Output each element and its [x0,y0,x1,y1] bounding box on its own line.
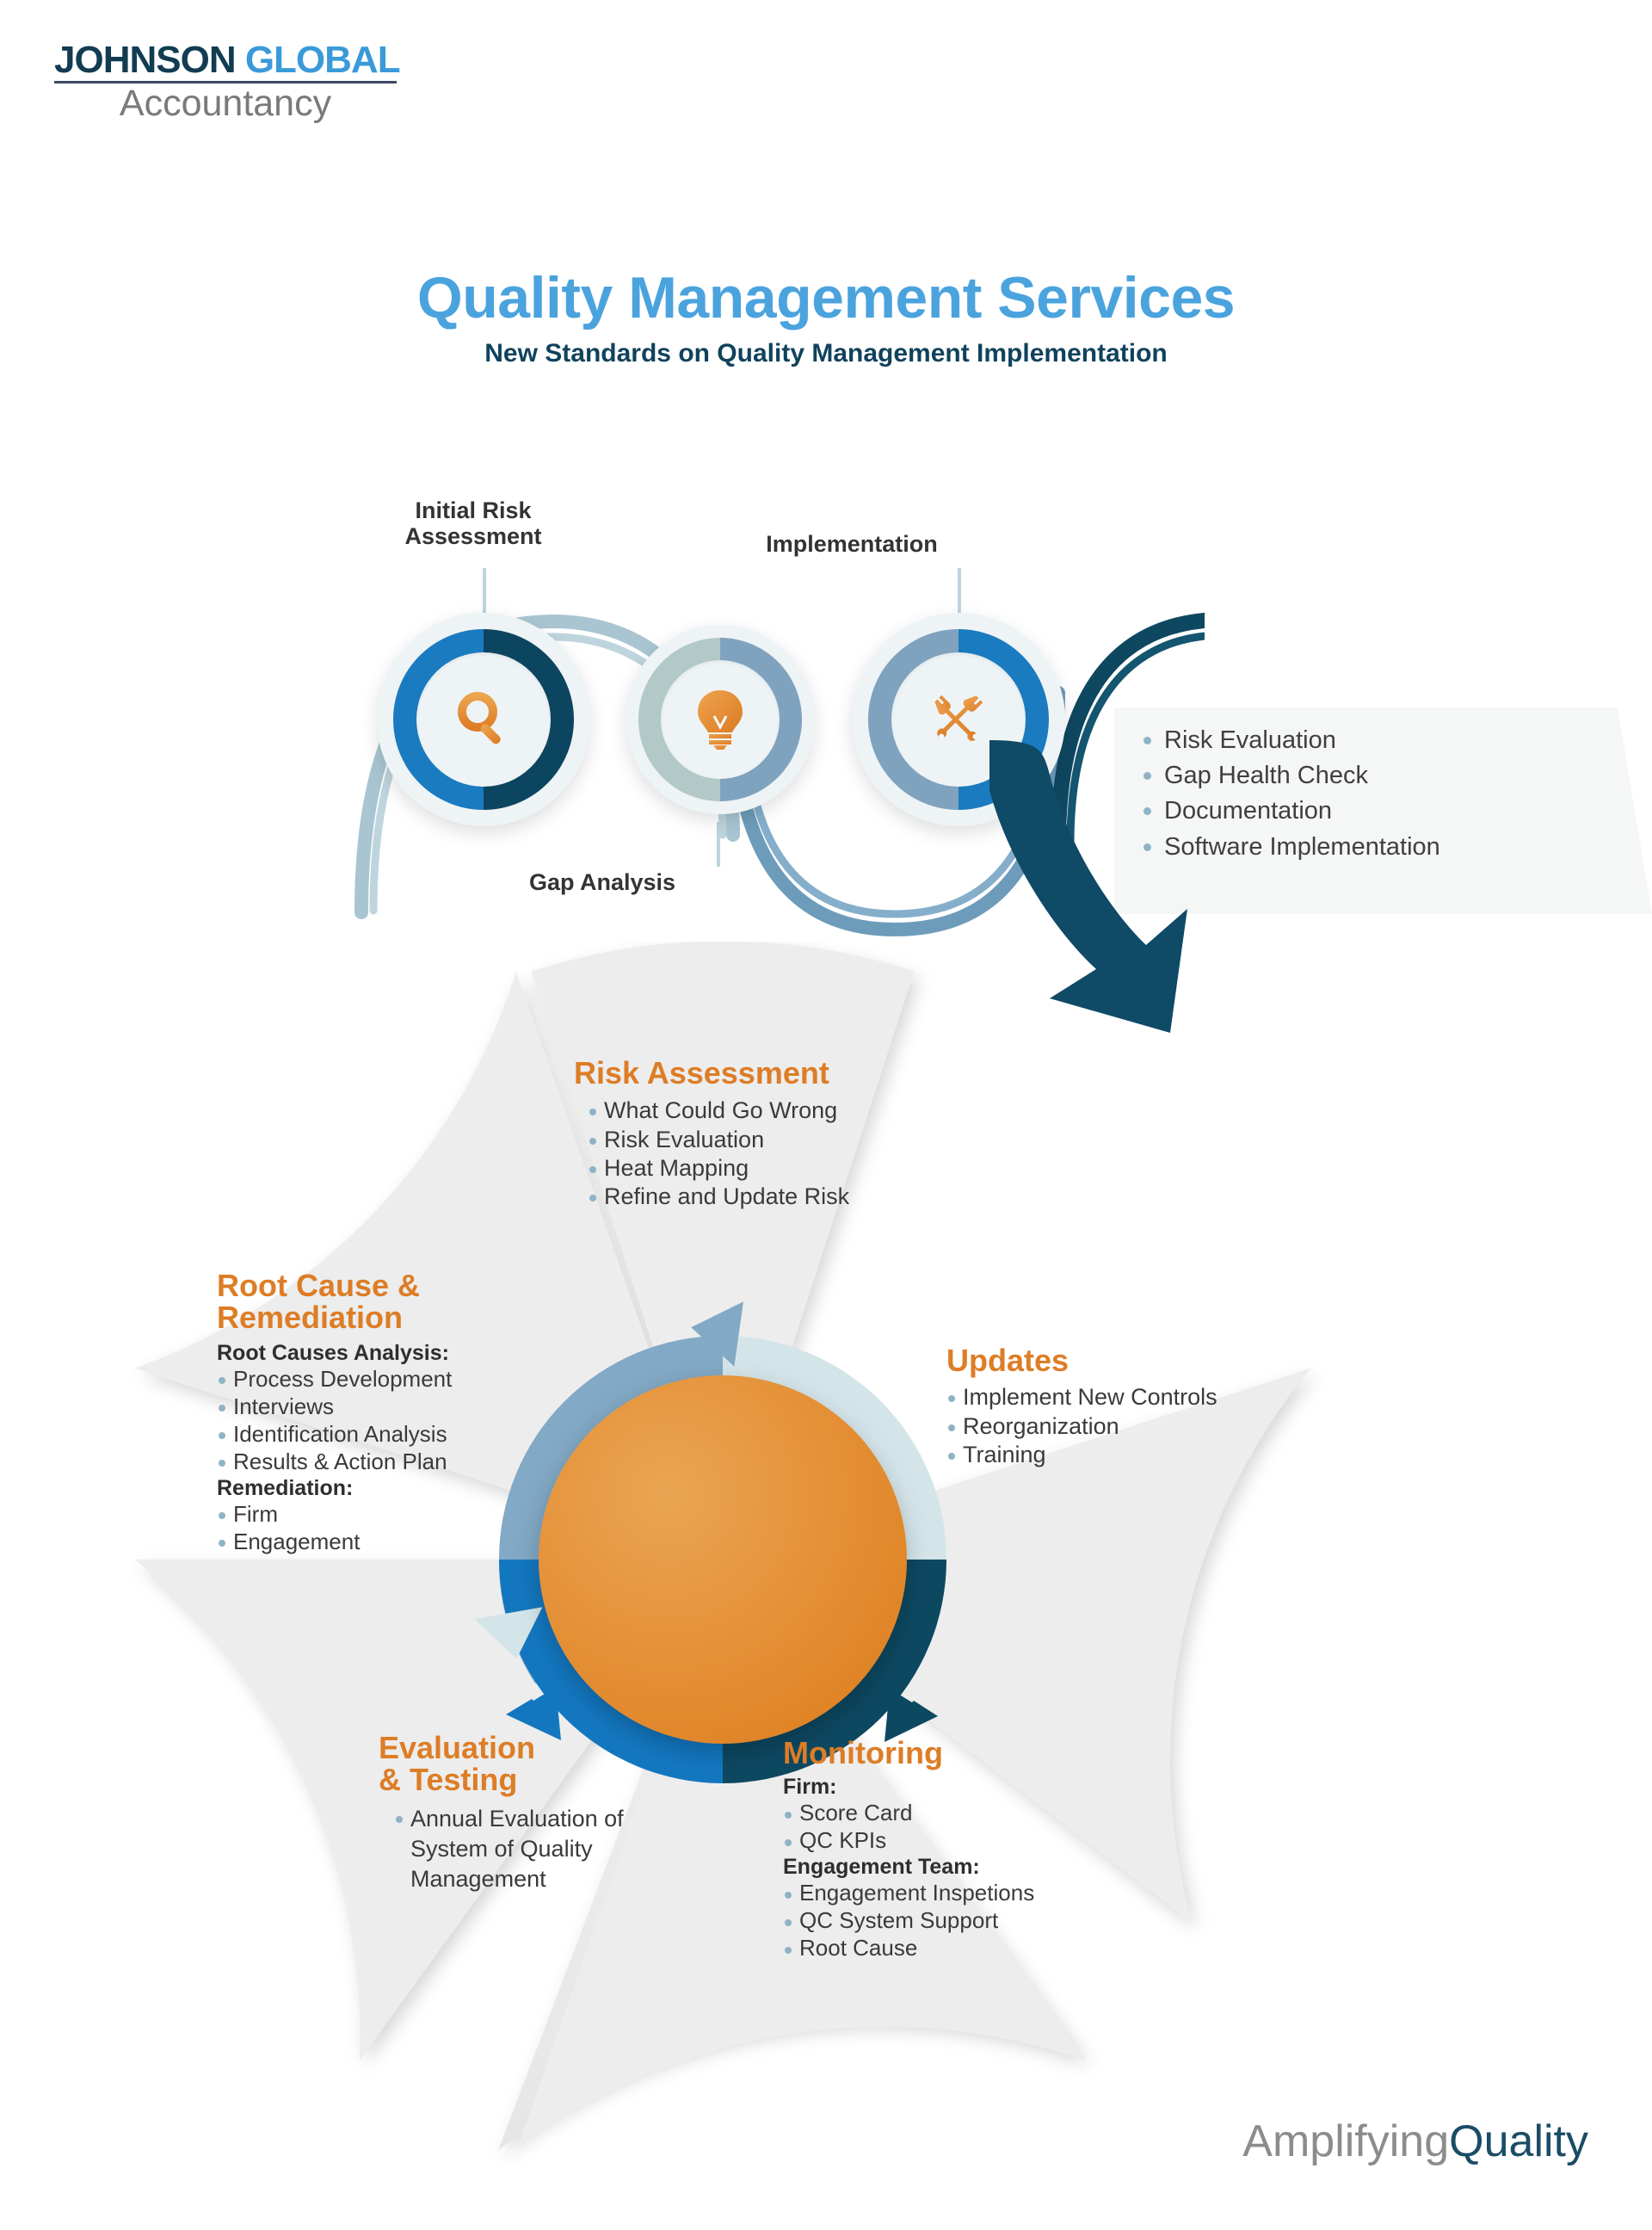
wheel-text-monitoring: Monitoring Firm: Score Card QC KPIs Enga… [783,1737,1127,1962]
callout-item: Gap Health Check [1142,758,1652,794]
wheel-segments-clean [134,942,1311,2148]
footer-quality: Quality [1449,2116,1588,2166]
logo-wordmark: JOHNSON GLOBAL [54,41,416,79]
wheel-text-updates: Updates Implement New Controls Reorganiz… [946,1344,1308,1469]
crossed-wrenches-icon [891,652,1026,787]
list-item: What Could Go Wrong [588,1096,978,1125]
circle-core [416,652,551,787]
list-item: Root Cause [783,1935,1127,1962]
list-item: Identification Analysis [217,1421,561,1449]
segment-list: Engagement Inspetions QC System Support … [783,1880,1127,1962]
list-item: QC KPIs [783,1827,1127,1855]
wheel-text-evaluation-testing: Evaluation & Testing Annual Evaluation o… [379,1732,706,1894]
page-title-block: Quality Management Services New Standard… [0,269,1652,368]
callout-item: Software Implementation [1142,830,1652,865]
list-item: Heat Mapping [588,1154,978,1183]
logo-divider [54,81,397,83]
callout-plate [1114,707,1652,914]
segment-title: Risk Assessment [574,1055,829,1090]
list-item: Engagement [217,1529,561,1556]
implementation-callout: Risk Evaluation Gap Health Check Documen… [1114,707,1652,914]
segment-subheading: Root Causes Analysis: [217,1340,449,1365]
segment-list: Score Card QC KPIs [783,1800,1127,1855]
list-item: Interviews [217,1393,561,1421]
list-item: Training [946,1441,1308,1469]
process-step-label-initial-risk-assessment: Initial Risk Assessment [404,497,542,550]
callout-item: Documentation [1142,794,1652,829]
footer-logo: AmplifyingQuality [1242,2119,1588,2164]
callout-list: Risk Evaluation Gap Health Check Documen… [1114,707,1652,865]
lightbulb-icon [661,660,780,779]
segment-subheading: Firm: [783,1775,837,1800]
segment-list: Annual Evaluation of System of Quality M… [379,1804,706,1894]
process-circle-initial-risk-assessment[interactable] [377,613,590,826]
quality-cycle-wheel [105,942,1341,2177]
page-title: Quality Management Services [416,265,1236,330]
logo-global: GLOBAL [244,39,401,81]
brand-logo: JOHNSON GLOBAL Accountancy [54,41,416,123]
segment-list: Firm Engagement [217,1501,561,1556]
process-step-label-implementation: Implementation [766,531,938,557]
leader-line-implementation [958,568,961,613]
wheel-center-disc [539,1375,907,1744]
footer-amplifying: Amplifying [1242,2116,1450,2166]
process-circle-gap-analysis[interactable] [626,625,815,814]
list-item: Reorganization [946,1412,1308,1441]
implementation-to-wheel-arrow [989,740,1187,1033]
list-item: QC System Support [783,1907,1127,1935]
segment-subheading: Remediation: [217,1475,354,1500]
leader-line-gap-analysis [717,822,720,867]
page-subtitle: New Standards on Quality Management Impl… [484,339,1168,368]
segment-title: Evaluation & Testing [379,1730,536,1798]
list-item: Refine and Update Risk [588,1183,978,1211]
segment-subheading: Engagement Team: [783,1855,980,1880]
segment-title: Updates [946,1343,1069,1378]
list-item: Firm [217,1501,561,1529]
list-item: Results & Action Plan [217,1449,561,1476]
callout-item: Risk Evaluation [1142,723,1652,758]
segment-title: Monitoring [783,1735,943,1770]
logo-accountancy: Accountancy [119,83,332,124]
logo-johnson: JOHNSON [54,39,237,81]
segment-list: What Could Go Wrong Risk Evaluation Heat… [574,1096,978,1211]
wheel-text-root-cause-remediation: Root Cause & Remediation Root Causes Ana… [217,1269,561,1556]
segment-list: Process Development Interviews Identific… [217,1366,561,1476]
list-item: Engagement Inspetions [783,1880,1127,1907]
leader-line-initial-risk [483,568,486,613]
wheel-text-risk-assessment: Risk Assessment What Could Go Wrong Risk… [574,1057,978,1211]
segment-title: Root Cause & Remediation [217,1268,421,1336]
magnifier-icon [416,652,551,787]
list-item: Process Development [217,1366,561,1393]
process-step-label-gap-analysis: Gap Analysis [528,869,676,895]
list-item: Risk Evaluation [588,1126,978,1154]
list-item: Annual Evaluation of System of Quality M… [394,1804,706,1894]
segment-list: Implement New Controls Reorganization Tr… [946,1383,1308,1469]
list-item: Score Card [783,1800,1127,1827]
list-item: Implement New Controls [946,1383,1308,1412]
